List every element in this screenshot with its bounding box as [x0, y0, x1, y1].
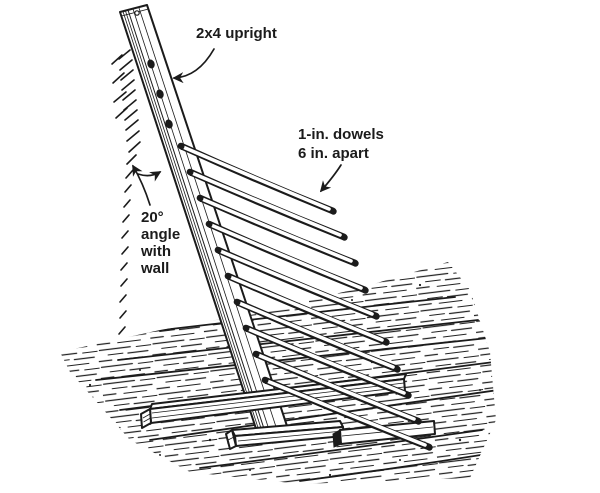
dowel — [224, 272, 390, 346]
floor-stipple — [88, 283, 481, 477]
dowel — [214, 246, 380, 320]
dowel — [177, 142, 337, 215]
dowel-rack — [177, 142, 433, 451]
floor — [60, 262, 496, 484]
angle-arrow-to-upright — [137, 171, 162, 182]
dowel — [261, 376, 433, 451]
dowels-arrow — [319, 164, 342, 193]
dowel — [205, 220, 369, 294]
pilot-hole — [134, 10, 140, 16]
upright-label: 2x4 upright — [196, 25, 277, 42]
angle-label: 20° angle with wall — [140, 209, 184, 277]
dowel — [196, 194, 359, 267]
dowel — [242, 324, 412, 399]
lag-screws — [147, 59, 173, 129]
angle-arrow-to-wall — [132, 164, 151, 206]
dowels-label: 1-in. dowels 6 in. apart — [298, 126, 388, 162]
floor-grain-texture — [60, 262, 496, 484]
dowel — [186, 168, 348, 241]
upright-arrow — [172, 48, 215, 84]
wall-hatching — [111, 49, 141, 335]
dowel — [252, 350, 422, 425]
dowel — [233, 298, 401, 373]
annotations: 2x4 upright 1-in. dowels 6 in. apart 20°… — [132, 25, 388, 277]
